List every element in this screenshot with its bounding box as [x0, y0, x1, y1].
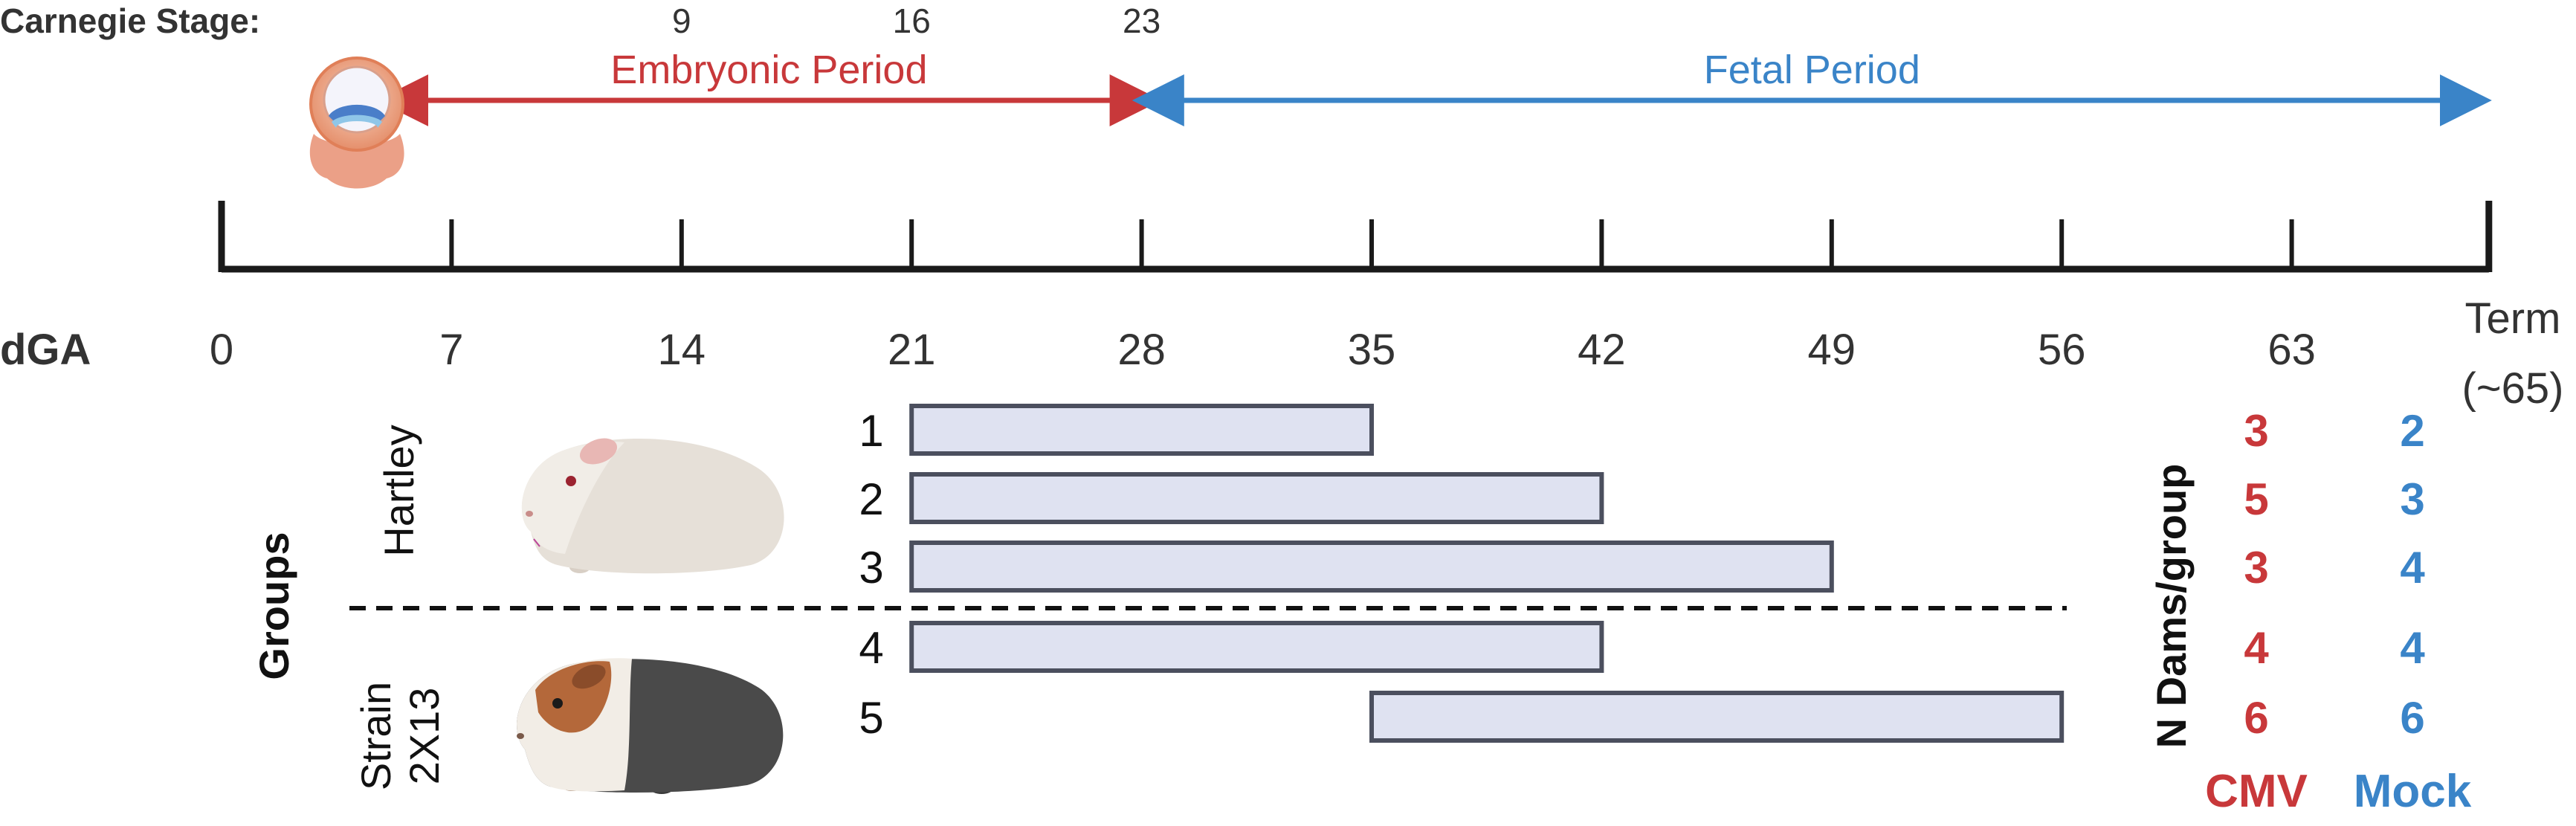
cmv-count-group-2: 5: [2244, 474, 2268, 524]
strain-2x13-label-line1: Strain: [352, 682, 399, 790]
mock-count-group-2: 3: [2400, 474, 2424, 524]
axis-tick-label-49: 49: [1808, 326, 1856, 374]
cmv-count-group-4: 4: [2244, 623, 2269, 673]
mock-count-group-3: 4: [2400, 543, 2425, 593]
term-label: Term: [2465, 294, 2561, 343]
cmv-count-group-3: 3: [2244, 543, 2268, 593]
cmv-count-group-5: 6: [2244, 693, 2268, 743]
carnegie-stage-9: 9: [672, 1, 691, 40]
group-number-2: 2: [859, 474, 883, 524]
embryo-icon: [309, 57, 404, 189]
strain-2x13-label-line2: 2X13: [401, 688, 448, 785]
strain-hartley-label: Hartley: [375, 425, 422, 556]
group-bar-5: [1369, 691, 2065, 743]
group-number-5: 5: [859, 693, 883, 743]
cmv-count-group-1: 3: [2244, 406, 2268, 456]
carnegie-stage-16: 16: [893, 1, 931, 40]
developmental-periods: Embryonic Period Fetal Period: [376, 48, 2492, 126]
groups-label: Groups: [251, 532, 297, 680]
axis-tick-label-63: 63: [2267, 326, 2316, 374]
axis-tick-label-7: 7: [439, 326, 463, 374]
mock-count-group-5: 6: [2400, 693, 2424, 743]
n-dams-label: N Dams/group: [2148, 464, 2195, 749]
fetal-period-label: Fetal Period: [1704, 48, 1920, 92]
axis-tick-label-28: 28: [1117, 326, 1166, 374]
embryonic-period-label: Embryonic Period: [610, 48, 927, 92]
n-dams-table: 3 2 5 3 3 4 4 4 6 6: [2244, 406, 2425, 743]
group-number-4: 4: [859, 623, 883, 673]
axis-tick-label-0: 0: [210, 326, 233, 374]
axis-tick-label-35: 35: [1348, 326, 1396, 374]
group-bar-2: [909, 472, 1604, 524]
group-bars: 1 2 3 4 5: [859, 404, 2065, 743]
group-number-1: 1: [859, 406, 883, 456]
group-bar-3: [909, 541, 1834, 593]
carnegie-stage-ticks: 9 16 23: [672, 1, 1161, 40]
mock-column-label: Mock: [2354, 766, 2472, 817]
axis-tick-label-42: 42: [1578, 326, 1626, 374]
axis-tick-label-14: 14: [658, 326, 706, 374]
hartley-guinea-pig-icon: [521, 438, 784, 574]
axis-label-dga: dGA: [0, 326, 91, 374]
carnegie-stage-label: Carnegie Stage:: [0, 1, 260, 40]
mock-count-group-1: 2: [2400, 406, 2424, 456]
cmv-column-label: CMV: [2205, 766, 2308, 817]
mock-count-group-4: 4: [2400, 623, 2425, 673]
strain-2x13-guinea-pig-icon: [517, 658, 784, 794]
axis-tick-label-21: 21: [888, 326, 936, 374]
group-number-3: 3: [859, 543, 883, 593]
group-bar-4: [909, 621, 1604, 673]
gestation-axis: 0 7 14 21 28 35 42 49 56 63: [210, 201, 2493, 374]
group-bar-1: [909, 404, 1374, 456]
axis-tick-label-56: 56: [2038, 326, 2086, 374]
term-approx-label: (~65): [2462, 364, 2563, 413]
carnegie-stage-23: 23: [1123, 1, 1161, 40]
